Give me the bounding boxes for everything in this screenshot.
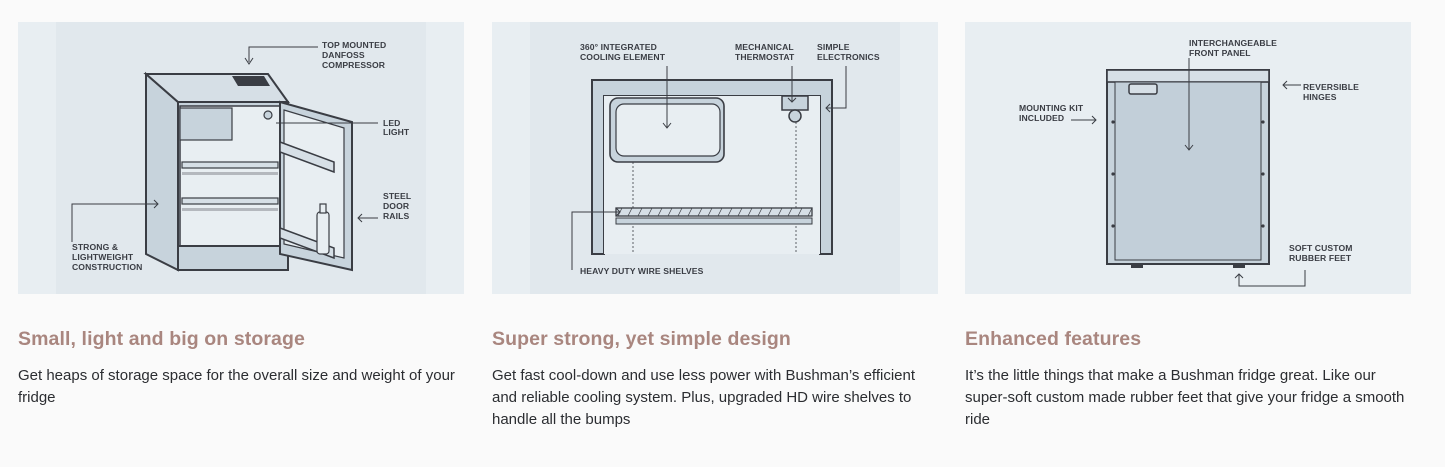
fridge-front-diagram: INTERCHANGEABLE FRONT PANEL REVERSIBLE H… — [1019, 38, 1359, 287]
callout-led-2: LIGHT — [383, 127, 410, 137]
callout-compressor-3: COMPRESSOR — [322, 60, 386, 70]
callout-compressor-2: DANFOSS — [322, 50, 365, 60]
callout-shelves: HEAVY DUTY WIRE SHELVES — [580, 266, 704, 276]
callout-construction-3: CONSTRUCTION — [72, 262, 142, 272]
callout-rails-2: DOOR — [383, 201, 410, 211]
feature-card-storage: TOP MOUNTED DANFOSS COMPRESSOR LED LIGHT… — [18, 22, 464, 409]
callout-hinges-1: REVERSIBLE — [1303, 82, 1359, 92]
callout-thermostat-2: THERMOSTAT — [735, 52, 795, 62]
fridge-features-illustration: INTERCHANGEABLE FRONT PANEL REVERSIBLE H… — [965, 22, 1411, 294]
callout-feet-1: SOFT CUSTOM — [1289, 243, 1352, 253]
callout-construction-1: STRONG & — [72, 242, 118, 252]
feature-description: It’s the little things that make a Bushm… — [965, 367, 1405, 428]
callout-electronics-1: SIMPLE — [817, 42, 850, 52]
feature-title: Small, light and big on storage — [18, 328, 305, 350]
callout-thermostat-1: MECHANICAL — [735, 42, 794, 52]
callout-panel-1: INTERCHANGEABLE — [1189, 38, 1277, 48]
fridge-cutaway-diagram: 360° INTEGRATED COOLING ELEMENT MECHANIC… — [530, 22, 900, 294]
feature-card-design: 360° INTEGRATED COOLING ELEMENT MECHANIC… — [492, 22, 938, 431]
fridge-open-diagram: TOP MOUNTED DANFOSS COMPRESSOR LED LIGHT… — [56, 22, 426, 294]
feature-card-enhanced: INTERCHANGEABLE FRONT PANEL REVERSIBLE H… — [965, 22, 1411, 431]
feature-title: Super strong, yet simple design — [492, 328, 791, 350]
fridge-design-illustration: 360° INTEGRATED COOLING ELEMENT MECHANIC… — [492, 22, 938, 294]
fridge-storage-illustration: TOP MOUNTED DANFOSS COMPRESSOR LED LIGHT… — [18, 22, 464, 294]
callout-led-1: LED — [383, 118, 401, 128]
callout-cooling-1: 360° INTEGRATED — [580, 42, 657, 52]
callout-hinges-2: HINGES — [1303, 92, 1337, 102]
feature-title: Enhanced features — [965, 328, 1142, 350]
callout-rails-3: RAILS — [383, 211, 409, 221]
callout-construction-2: LIGHTWEIGHT — [72, 252, 134, 262]
feature-description: Get heaps of storage space for the overa… — [18, 367, 455, 406]
callout-mounting-1: MOUNTING KIT — [1019, 103, 1084, 113]
callout-compressor-1: TOP MOUNTED — [322, 40, 386, 50]
callout-rails-1: STEEL — [383, 191, 411, 201]
callout-cooling-2: COOLING ELEMENT — [580, 52, 666, 62]
callout-mounting-2: INCLUDED — [1019, 113, 1064, 123]
callout-panel-2: FRONT PANEL — [1189, 48, 1251, 58]
feature-description: Get fast cool-down and use less power wi… — [492, 367, 916, 428]
callout-electronics-2: ELECTRONICS — [817, 52, 880, 62]
callout-feet-2: RUBBER FEET — [1289, 253, 1352, 263]
